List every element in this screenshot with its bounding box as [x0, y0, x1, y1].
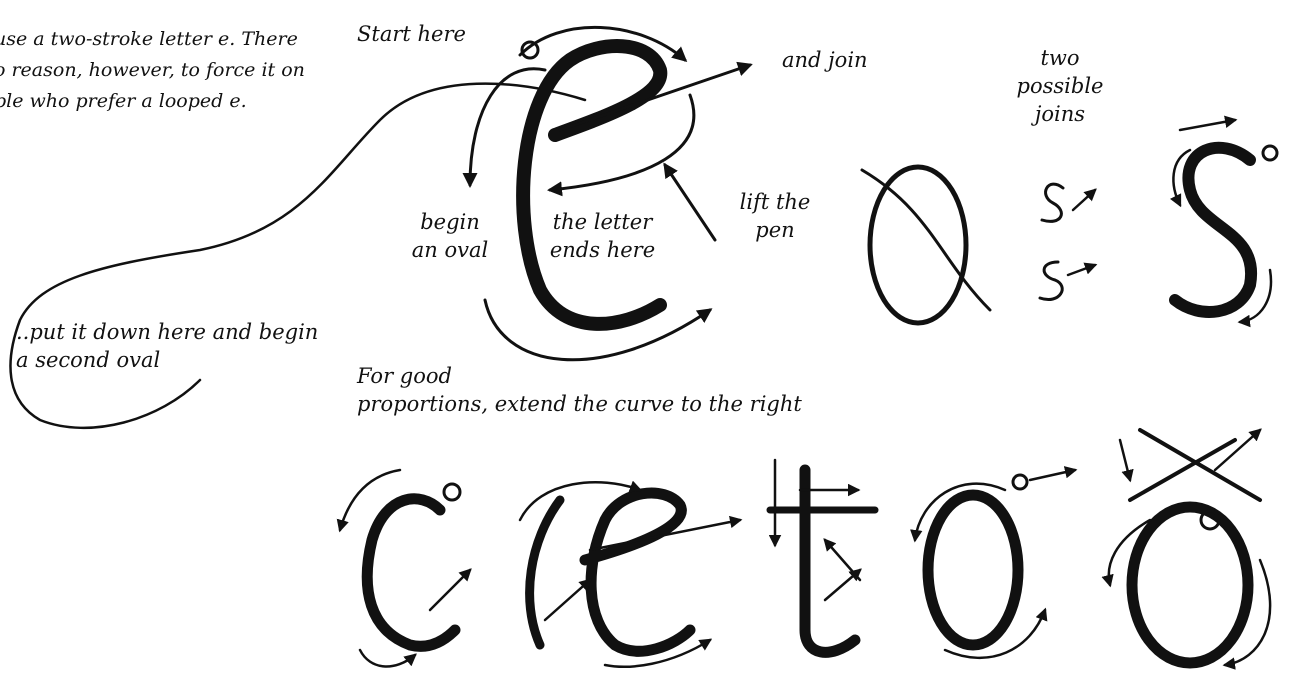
label-line: a second oval	[16, 346, 318, 374]
label-line: two	[1010, 44, 1110, 72]
letter-c	[367, 499, 455, 647]
letter-o-2	[1132, 507, 1248, 663]
label-line: an oval	[410, 236, 490, 264]
intro-paragraph: use a two-stroke letter e. There o reaso…	[0, 24, 305, 117]
letter-t	[805, 470, 855, 652]
label-line: ends here	[545, 236, 660, 264]
crossed-oval-figure	[862, 167, 990, 323]
letter-ends-here-label: the letter ends here	[545, 208, 660, 264]
start-here-label: Start here	[357, 20, 466, 48]
intro-line: use a two-stroke letter e. There	[0, 24, 305, 55]
label-line: the letter	[545, 208, 660, 236]
label-line: begin	[410, 208, 490, 236]
label-line: proportions, extend the curve to the rig…	[357, 390, 802, 418]
begin-an-oval-label: begin an oval	[410, 208, 490, 264]
good-proportions-label: For good proportions, extend the curve t…	[357, 362, 802, 418]
label-line: possible	[1010, 72, 1110, 100]
lift-the-pen-label: lift the pen	[730, 188, 820, 244]
letter-row-artwork	[340, 430, 1270, 667]
intro-line: o reason, however, to force it on	[0, 55, 305, 86]
put-it-down-label: ..put it down here and begin a second ov…	[16, 318, 318, 374]
big-letter-e	[470, 27, 750, 359]
lift-pen-arrow	[665, 165, 715, 240]
label-line: pen	[730, 216, 820, 244]
label-line: lift the	[730, 188, 820, 216]
label-line: joins	[1010, 100, 1110, 128]
label-line: For good	[357, 362, 802, 390]
intro-line: ple who prefer a looped e.	[0, 86, 305, 117]
letter-e	[585, 493, 690, 651]
label-line: ..put it down here and begin	[16, 318, 318, 346]
and-join-label: and join	[782, 46, 868, 74]
letter-o-1	[928, 495, 1018, 645]
s-join-examples	[1040, 184, 1095, 299]
large-s-figure	[1173, 120, 1277, 322]
two-possible-joins-label: two possible joins	[1010, 44, 1110, 128]
